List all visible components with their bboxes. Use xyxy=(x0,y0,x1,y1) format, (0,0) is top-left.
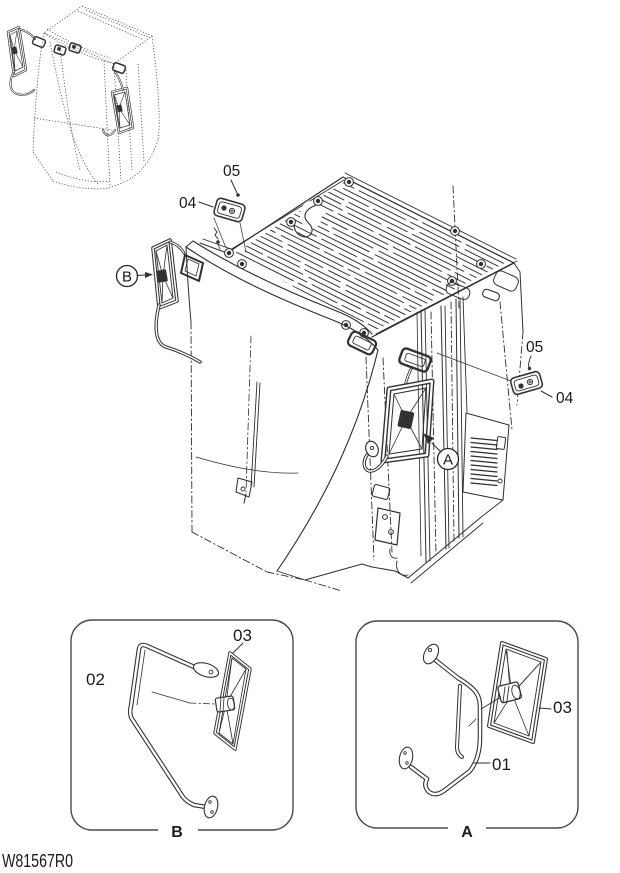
svg-text:A: A xyxy=(443,452,453,469)
svg-text:B: B xyxy=(171,824,183,841)
svg-text:05: 05 xyxy=(526,339,543,356)
svg-text:A: A xyxy=(461,824,473,841)
svg-text:01: 01 xyxy=(492,755,511,774)
svg-text:03: 03 xyxy=(233,626,252,645)
svg-text:04: 04 xyxy=(179,195,197,212)
svg-text:02: 02 xyxy=(86,670,105,689)
svg-text:B: B xyxy=(122,269,132,286)
svg-text:03: 03 xyxy=(553,698,572,717)
svg-text:05: 05 xyxy=(223,163,240,180)
svg-text:W81567R0: W81567R0 xyxy=(2,851,73,871)
svg-text:04: 04 xyxy=(556,390,574,407)
